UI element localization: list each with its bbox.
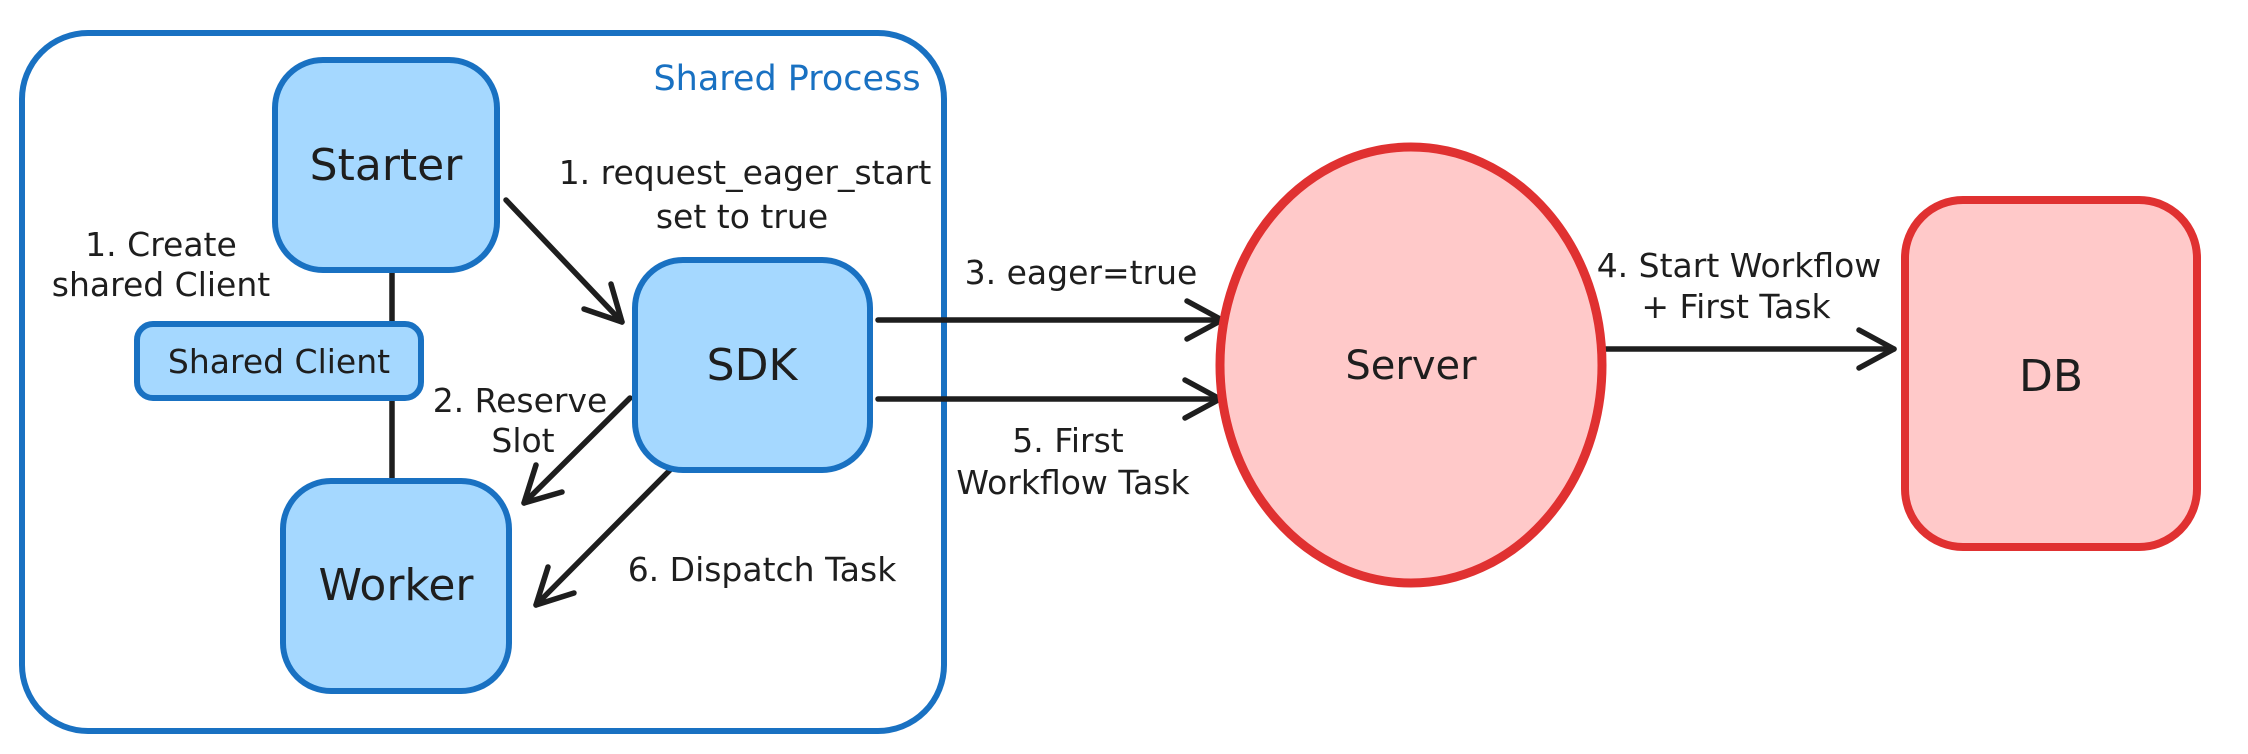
db-node: DB	[1901, 196, 2201, 551]
annotation-request-eager-start-line1: 1. request_eager_start	[559, 153, 932, 192]
sdk-to-server-eager-arrow	[875, 298, 1225, 342]
sdk-to-worker-dispatch-arrow	[533, 465, 675, 608]
annotation-first-workflow-task-line2: Workflow Task	[956, 463, 1190, 502]
server-to-db-arrow	[1603, 327, 1897, 371]
sdk-to-worker-reserve-arrow	[521, 395, 633, 506]
annotation-reserve-slot-line2: Slot	[491, 421, 554, 460]
starter-to-sdk-arrow	[503, 197, 625, 325]
annotation-create-shared-client-line2: shared Client	[52, 265, 271, 304]
shared-process-container	[19, 30, 947, 734]
server-label: Server	[1345, 343, 1477, 389]
annotation-request-eager-start-line2: set to true	[656, 197, 828, 236]
sdk-to-server-task-arrow	[875, 377, 1223, 421]
db-label: DB	[2019, 351, 2083, 402]
server-node: Server	[1215, 142, 1607, 588]
annotation-first-workflow-task-line1: 5. First	[1012, 421, 1123, 460]
annotation-start-workflow-line2: + First Task	[1641, 287, 1831, 326]
shared-process-label: Shared Process	[653, 59, 920, 99]
annotation-create-shared-client-line1: 1. Create	[85, 225, 237, 264]
annotation-eager-true: 3. eager=true	[965, 253, 1198, 292]
shared-client-label: Shared Client	[168, 342, 390, 381]
annotation-dispatch-task: 6. Dispatch Task	[628, 550, 898, 589]
annotation-reserve-slot-line1: 2. Reserve	[433, 381, 608, 420]
worker-node: Worker	[280, 478, 512, 694]
worker-label: Worker	[318, 560, 474, 611]
starter-node: Starter	[272, 57, 500, 273]
sdk-label: SDK	[707, 340, 799, 391]
annotation-start-workflow-line1: 4. Start Workflow	[1597, 246, 1882, 285]
sdk-node: SDK	[632, 257, 873, 473]
shared-client-node: Shared Client	[134, 321, 424, 401]
starter-label: Starter	[310, 140, 464, 191]
